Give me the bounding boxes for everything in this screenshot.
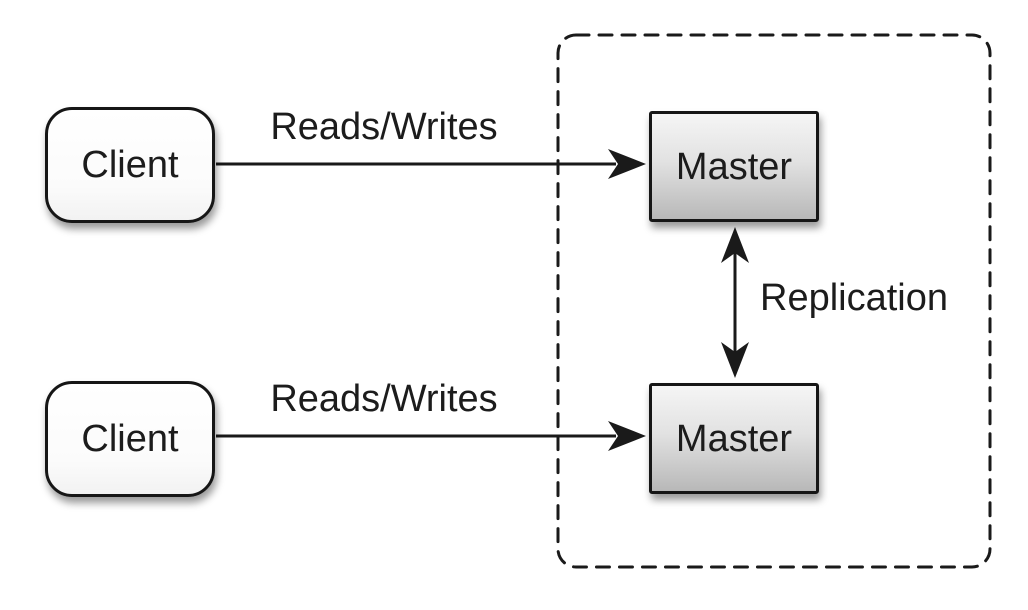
edge-label-replication: Replication (760, 277, 948, 319)
edge-label-reads-writes-bottom: Reads/Writes (270, 378, 498, 420)
master-label: Master (675, 145, 793, 188)
master-label: Master (675, 417, 793, 460)
edge-reads-writes-bottom (216, 421, 646, 451)
client-label: Client (81, 418, 179, 460)
edge-label-reads-writes-top: Reads/Writes (270, 106, 498, 148)
node-client-bottom: Client (45, 381, 215, 497)
node-master-bottom: Master (649, 383, 819, 494)
edge-reads-writes-top (216, 149, 646, 179)
client-label: Client (81, 144, 179, 186)
node-client-top: Client (45, 107, 215, 223)
arrowhead-icon (608, 149, 646, 179)
replication-group-boundary (556, 33, 992, 569)
arrowhead-icon (721, 342, 749, 378)
edge-replication (721, 227, 749, 378)
node-master-top: Master (649, 111, 819, 222)
arrowhead-icon (608, 421, 646, 451)
arrowhead-icon (721, 227, 749, 263)
